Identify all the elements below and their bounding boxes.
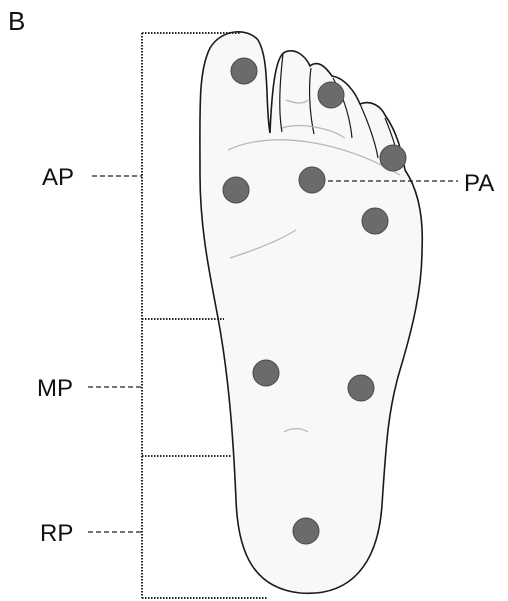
sensor-toe-3 <box>318 82 344 108</box>
sensor-metatarsal-2 <box>299 167 325 193</box>
pa-label: PA <box>464 170 494 197</box>
sensor-metatarsal-5 <box>362 208 388 234</box>
mp-label: MP <box>37 375 73 402</box>
sensor-toe-5 <box>380 145 406 171</box>
sensor-metatarsal-1 <box>223 177 249 203</box>
ap-label: AP <box>42 164 74 191</box>
sensor-heel <box>293 518 319 544</box>
panel-label: B <box>8 6 25 36</box>
rp-label: RP <box>40 520 73 547</box>
sensor-hallux <box>231 58 257 84</box>
sensor-midfoot-medial <box>253 360 279 386</box>
sensor-midfoot-lateral <box>348 375 374 401</box>
